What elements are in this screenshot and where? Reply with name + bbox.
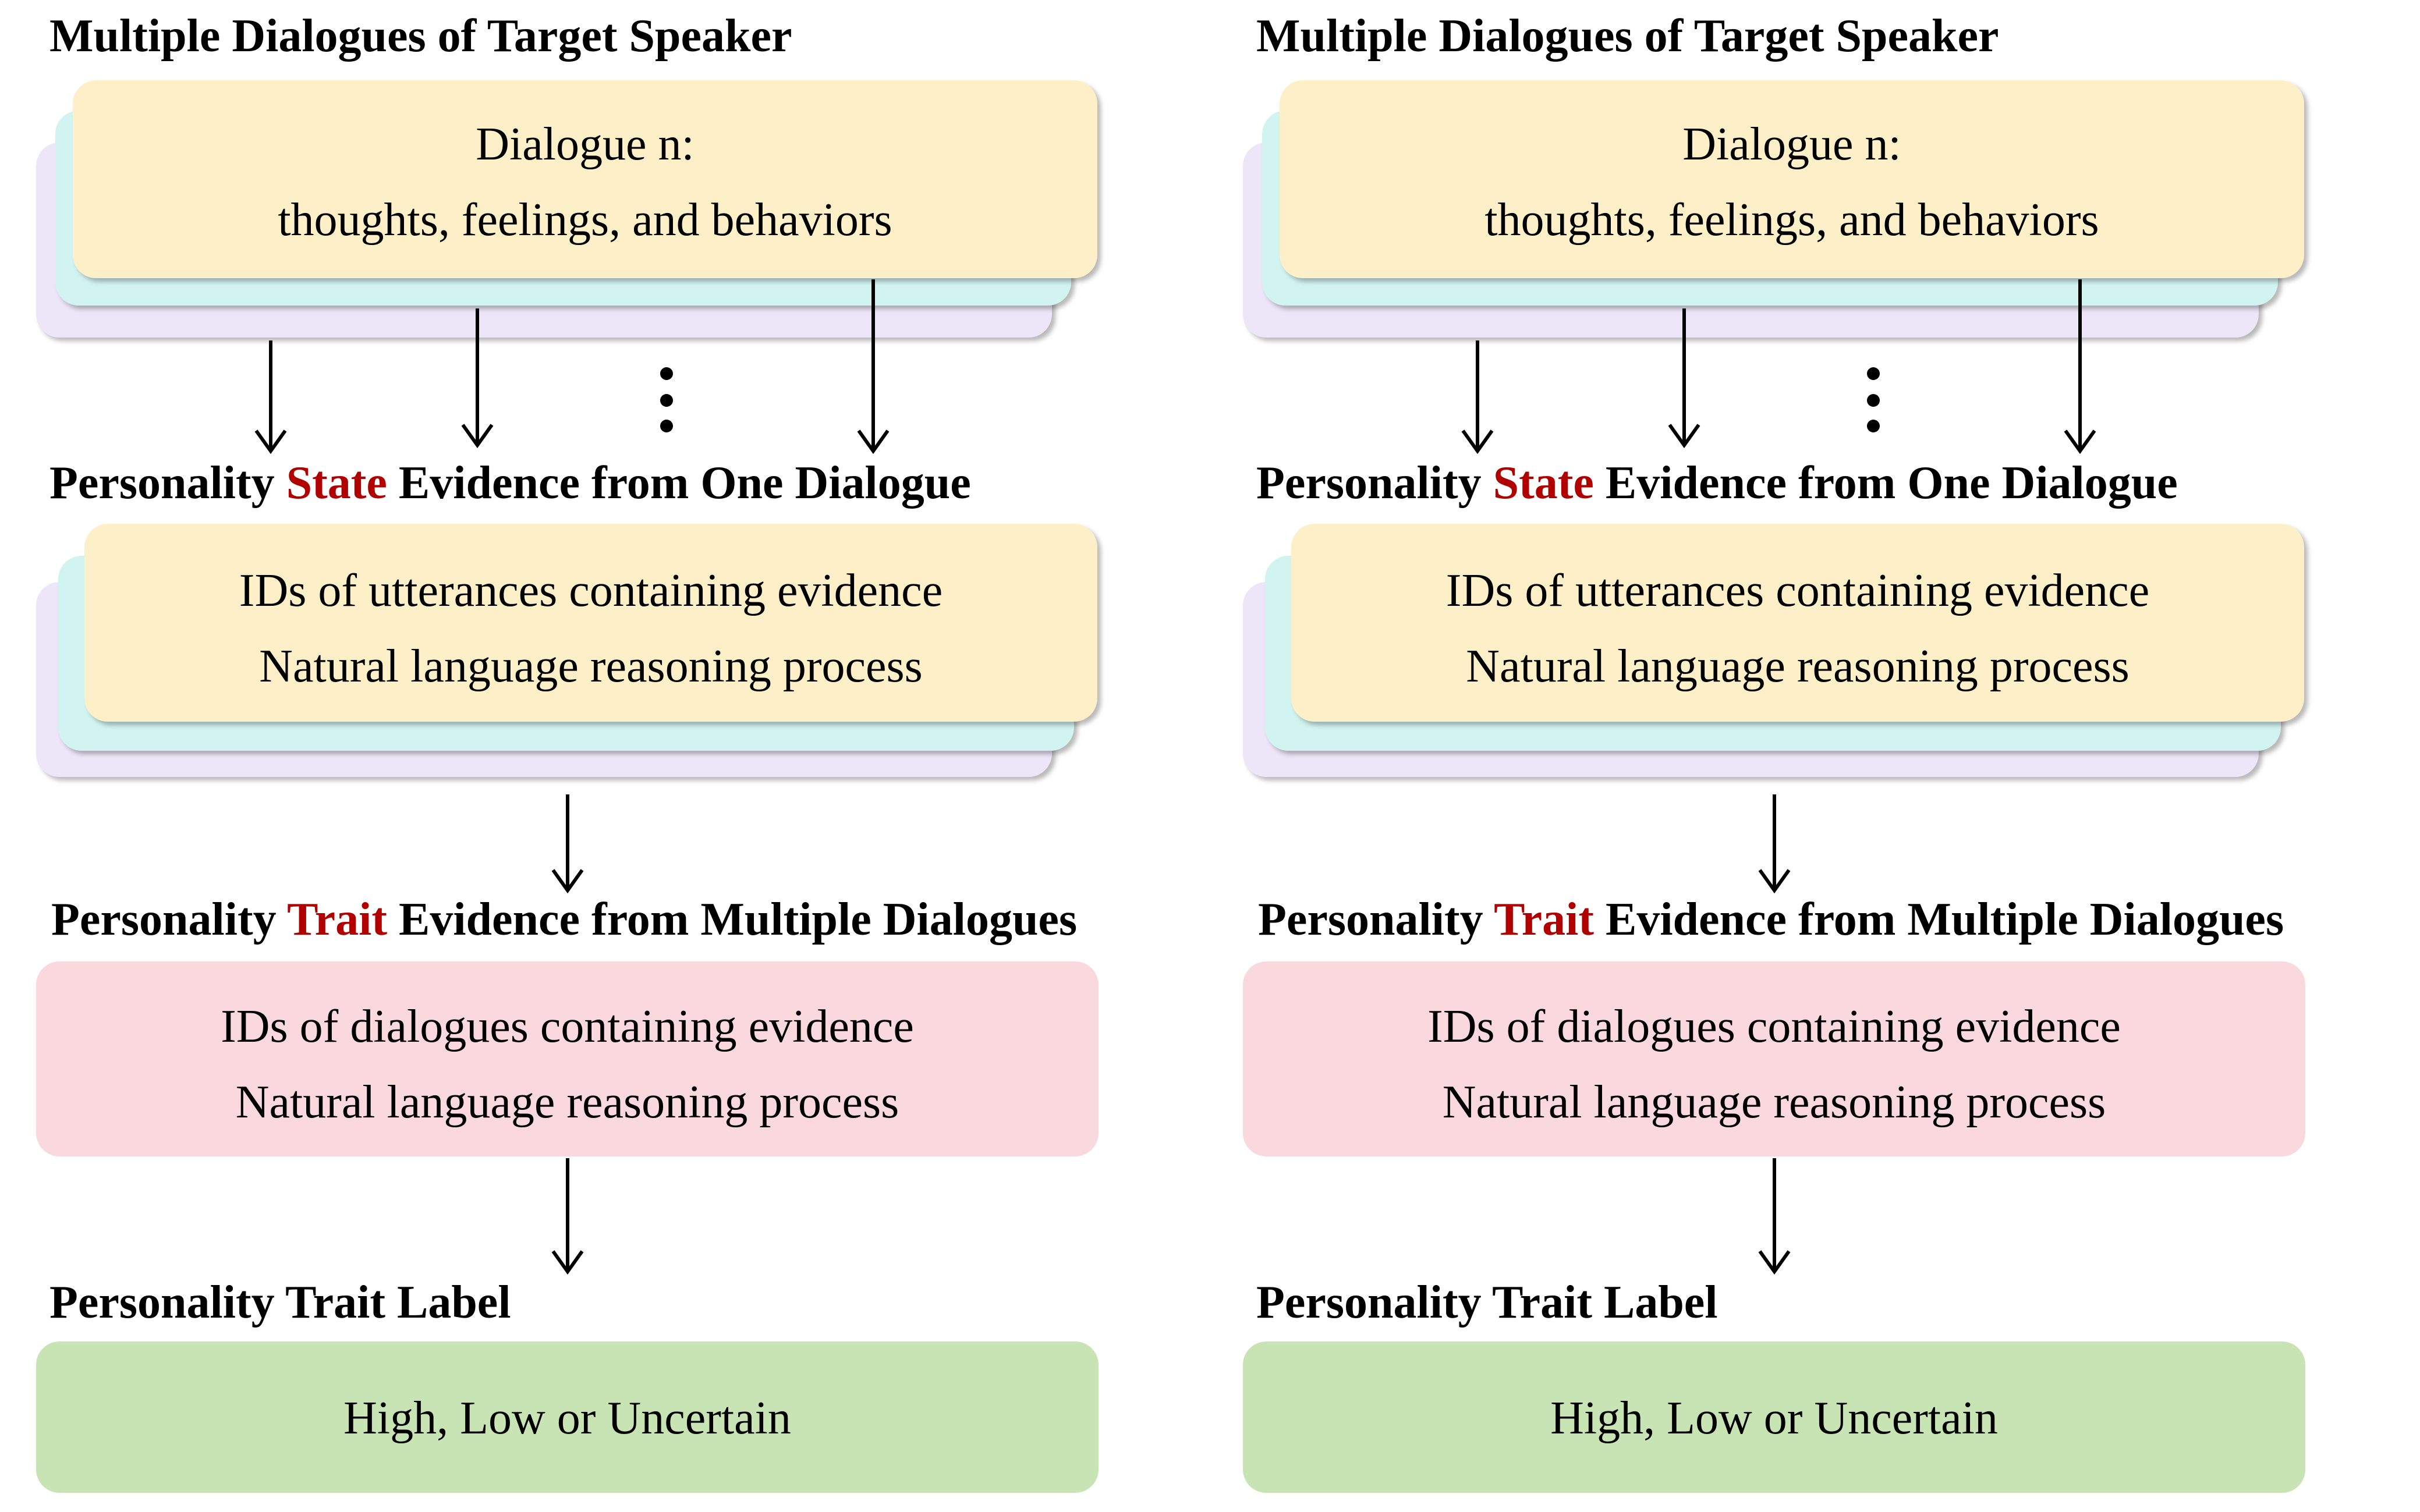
left-panel: Multiple Dialogues of Target Speaker Dia…	[36, 10, 1099, 1493]
dialogues-heading: Multiple Dialogues of Target Speaker	[49, 10, 792, 62]
state-reasoning: Natural language reasoning process	[259, 641, 923, 692]
trait-label-card: High, Low or Uncertain	[1243, 1341, 2305, 1493]
state-utterance-ids: IDs of utterances containing evidence	[1445, 565, 2150, 616]
trait-label-heading: Personality Trait Label	[1256, 1277, 1718, 1328]
state-card-front: IDs of utterances containing evidence Na…	[1291, 524, 2304, 722]
dialogue-title: Dialogue n:	[476, 119, 695, 170]
state-reasoning: Natural language reasoning process	[1466, 641, 2130, 692]
flow-arrows	[254, 279, 890, 1275]
right-panel: Multiple Dialogues of Target Speaker Dia…	[1207, 0, 2417, 1512]
arrow-dialogue-n	[2064, 279, 2096, 455]
trait-evidence-heading: Personality Trait Evidence from Multiple…	[51, 894, 1078, 945]
state-evidence-heading: Personality State Evidence from One Dial…	[49, 457, 971, 509]
trait-reasoning: Natural language reasoning process	[1442, 1077, 2106, 1128]
trait-reasoning: Natural language reasoning process	[235, 1077, 899, 1128]
trait-label-card: High, Low or Uncertain	[36, 1341, 1099, 1493]
arrow-dialogue-1	[254, 340, 287, 455]
trait-evidence-heading: Personality Trait Evidence from Multiple…	[1258, 894, 2284, 945]
trait-label-value: High, Low or Uncertain	[343, 1393, 791, 1444]
arrow-trait-to-label	[551, 1158, 584, 1275]
trait-dialogue-ids: IDs of dialogues containing evidence	[221, 1001, 914, 1052]
arrow-state-to-trait	[551, 794, 584, 894]
state-evidence-heading: Personality State Evidence from One Dial…	[1256, 457, 2178, 509]
trait-label-heading: Personality Trait Label	[49, 1277, 511, 1328]
arrow-state-to-trait	[1758, 794, 1791, 894]
dialogue-description: thoughts, feelings, and behaviors	[278, 194, 892, 246]
trait-evidence-card: IDs of dialogues containing evidence Nat…	[1243, 961, 2305, 1156]
arrow-dialogue-2	[461, 308, 494, 449]
dialogue-card-front: Dialogue n: thoughts, feelings, and beha…	[73, 80, 1097, 278]
flow-arrows	[1461, 279, 2096, 1275]
ellipsis-dots	[1867, 367, 1880, 432]
arrow-dialogue-1	[1461, 340, 1494, 455]
ellipsis-dots	[660, 367, 673, 432]
dialogue-title: Dialogue n:	[1682, 119, 1901, 170]
trait-dialogue-ids: IDs of dialogues containing evidence	[1427, 1001, 2121, 1052]
state-card-front: IDs of utterances containing evidence Na…	[84, 524, 1097, 722]
dialogues-heading: Multiple Dialogues of Target Speaker	[1256, 10, 1999, 62]
state-utterance-ids: IDs of utterances containing evidence	[239, 565, 943, 616]
arrow-dialogue-2	[1668, 308, 1700, 449]
dialogue-description: thoughts, feelings, and behaviors	[1484, 194, 2099, 246]
dialogue-card-front: Dialogue n: thoughts, feelings, and beha…	[1280, 80, 2304, 278]
trait-evidence-card: IDs of dialogues containing evidence Nat…	[36, 961, 1099, 1156]
arrow-dialogue-n	[857, 279, 890, 455]
trait-label-value: High, Low or Uncertain	[1550, 1393, 1998, 1444]
arrow-trait-to-label	[1758, 1158, 1791, 1275]
